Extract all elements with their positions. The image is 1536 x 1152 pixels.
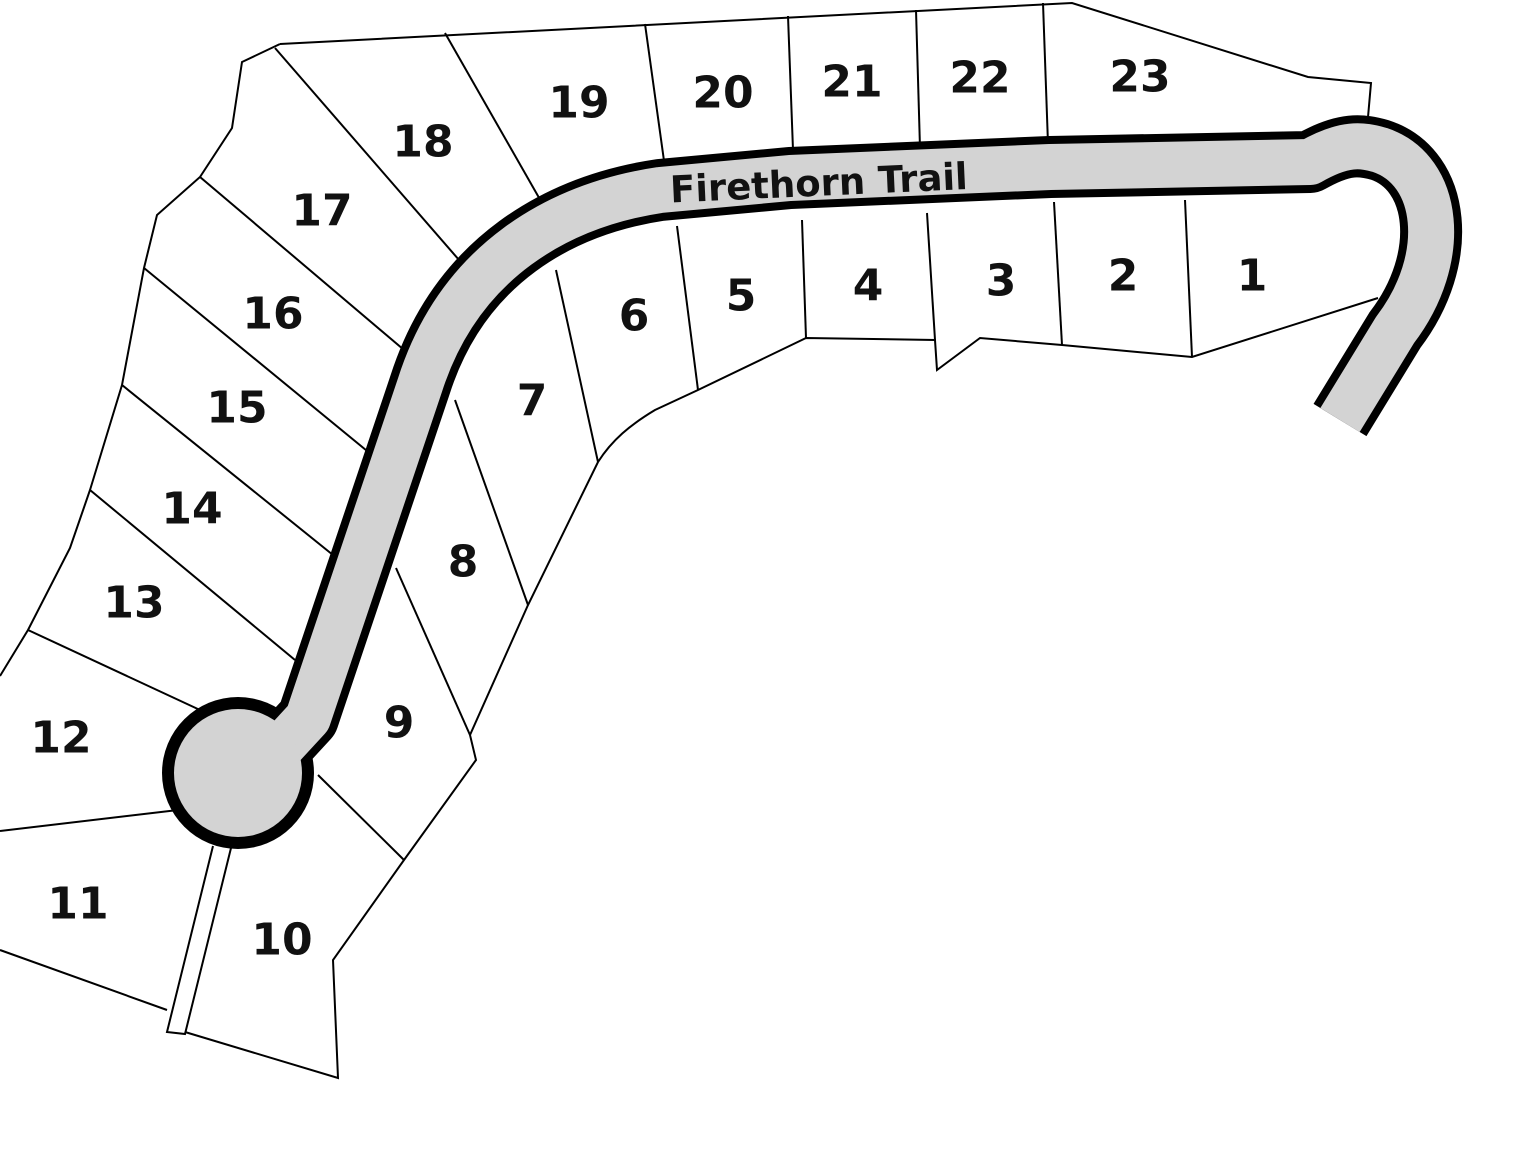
- lot-label: 16: [242, 289, 303, 340]
- lot-label: 17: [291, 186, 352, 237]
- lot-label: 8: [448, 537, 479, 588]
- lot-label: 21: [821, 57, 882, 108]
- lot-label: 10: [251, 915, 312, 966]
- lot-line-15-16: [143, 267, 373, 456]
- south-inner-boundary: [184, 297, 1379, 1080]
- lot-line-19-20: [644, 23, 666, 169]
- lot-labels: 1 2 3 4 5 6 7 8 9 10 11 12 13 14 15 16 1…: [30, 52, 1267, 966]
- firethorn-trail-road: Firethorn Trail: [162, 115, 1463, 849]
- lot-line-3-4: [926, 212, 936, 341]
- lot-label: 19: [548, 78, 609, 129]
- lot-line-7-8: [454, 399, 529, 606]
- cul-de-sac: [174, 709, 302, 837]
- lot-label: 5: [726, 271, 757, 322]
- lot-line-14-15: [121, 384, 334, 556]
- lot-line-11-12: [0, 809, 179, 832]
- lot-line-18-19: [444, 32, 547, 211]
- lot-line-2-3: [1053, 201, 1063, 346]
- lot-label: 9: [384, 698, 415, 749]
- road-surface: [245, 123, 1455, 784]
- lot-label: 12: [30, 713, 91, 764]
- lot-boundaries: [0, 1, 1379, 1080]
- lot-line-9-10: [317, 774, 405, 861]
- road-outline: [239, 115, 1463, 789]
- north-boundary: [279, 1, 1373, 141]
- lot-label: 7: [517, 376, 548, 427]
- lot-label: 14: [161, 484, 222, 535]
- lot-line-11-south: [0, 949, 168, 1011]
- lot-label: 18: [392, 117, 453, 168]
- lot-label: 1: [1237, 251, 1268, 302]
- lot-label: 20: [692, 68, 753, 119]
- lot-line-1-2: [1184, 199, 1193, 358]
- lot-line-4-5: [801, 219, 807, 339]
- lot-line-21-22: [915, 9, 921, 149]
- lot-label: 2: [1108, 251, 1139, 302]
- lot-line-13-14: [89, 489, 296, 661]
- lot-label: 11: [47, 879, 108, 930]
- lot-label: 4: [853, 261, 884, 312]
- lot-line-20-21: [787, 15, 794, 151]
- lot-line-6-7: [555, 269, 599, 463]
- lot-label: 15: [206, 383, 267, 434]
- lot-label: 23: [1109, 52, 1170, 103]
- lot-line-5-6: [676, 225, 699, 391]
- lot-line-12-13: [27, 629, 201, 711]
- lot-line-17-18: [274, 47, 467, 269]
- lot-label: 13: [103, 578, 164, 629]
- lot-label: 6: [619, 291, 650, 342]
- access-easement-line: [165, 845, 232, 1036]
- lot-line-16-17: [199, 176, 411, 356]
- lot-line-8-9: [395, 567, 471, 736]
- lot-label: 22: [949, 53, 1010, 104]
- lot-label: 3: [986, 256, 1017, 307]
- lot-line-22-23: [1042, 2, 1049, 145]
